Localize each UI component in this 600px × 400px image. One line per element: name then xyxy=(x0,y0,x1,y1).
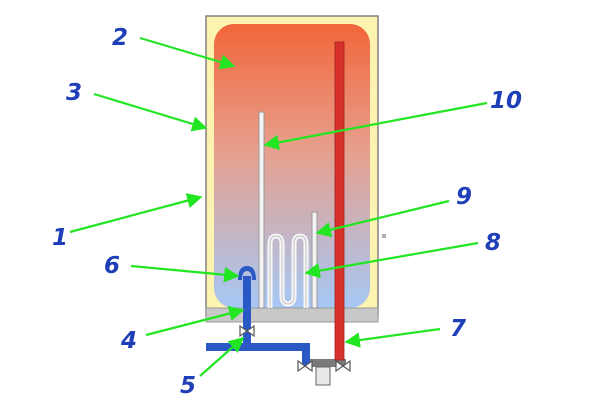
leader-5 xyxy=(199,336,245,377)
cold-water-pipe xyxy=(243,276,251,346)
callout-label-6: 6 xyxy=(104,253,120,279)
callout-label-7: 7 xyxy=(450,316,466,342)
leader-3 xyxy=(93,92,208,132)
casing-marker xyxy=(382,234,386,238)
thermostat-probe xyxy=(311,211,318,309)
safety-valve xyxy=(239,324,255,338)
callout-label-2: 2 xyxy=(112,25,128,51)
leader-lines xyxy=(69,36,488,377)
callout-label-4: 4 xyxy=(120,328,137,354)
callout-label-5: 5 xyxy=(180,373,196,399)
leader-6 xyxy=(130,264,240,283)
thermostat-tube xyxy=(258,111,265,309)
leader-9 xyxy=(315,199,450,238)
leader-4 xyxy=(145,306,245,337)
leader-2 xyxy=(139,36,236,70)
leader-8 xyxy=(304,241,479,279)
mixer-valve xyxy=(297,359,351,386)
callout-labels: 1 2 3 4 5 6 7 8 9 10 xyxy=(52,25,522,399)
cold-inlet-deflector xyxy=(238,266,256,280)
callout-label-10: 10 xyxy=(490,88,522,114)
hot-water-pipe xyxy=(334,41,345,361)
leader-1 xyxy=(69,193,203,234)
callout-label-1: 1 xyxy=(52,225,68,251)
callout-label-3: 3 xyxy=(66,80,82,106)
callout-label-8: 8 xyxy=(485,230,501,256)
cold-supply-horizontal xyxy=(206,343,310,351)
cold-supply-drop xyxy=(302,343,310,367)
callout-label-9: 9 xyxy=(456,184,472,210)
heating-element-outline xyxy=(269,235,307,308)
base-plate xyxy=(205,307,379,323)
leader-10 xyxy=(263,101,488,150)
leader-7 xyxy=(344,327,441,348)
